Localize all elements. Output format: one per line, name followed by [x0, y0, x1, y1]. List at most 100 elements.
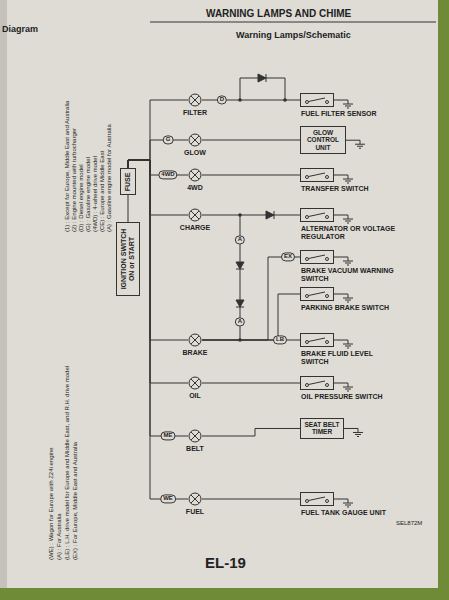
lamp-circle: [189, 493, 201, 505]
component-label: TRANSFER SWITCH: [301, 185, 396, 193]
wire-connector: [128, 140, 188, 168]
label-text: SEL872M: [396, 520, 422, 526]
note-text: (4WD) : 4-wheel drive model: [92, 156, 98, 232]
wire-connector: [128, 160, 188, 499]
connector-code: EX: [281, 252, 295, 261]
switch-contact: [326, 384, 329, 387]
lamp-label: BRAKE: [183, 349, 208, 356]
wire-connector: [128, 160, 188, 436]
note-text: (2) : Engine mounted with turbocharger: [71, 128, 77, 232]
ground-symbol: [334, 100, 353, 108]
lamp-circle: [189, 94, 201, 106]
switch-contact: [306, 176, 309, 179]
wire: [285, 78, 286, 100]
ground-symbol: [334, 257, 353, 265]
switch-symbol: BRAKE FLUID LEVEL SWITCH: [300, 333, 334, 347]
ground-symbol: [334, 294, 353, 302]
rotated-label: FUSE: [124, 172, 132, 191]
connector-code: G: [163, 135, 174, 144]
note-text: (1) : Except for Europe, Middle East and…: [64, 101, 70, 232]
note-text: (LE) : L.H. drive model for Europe and M…: [64, 366, 70, 560]
label-text: WARNING LAMPS AND CHIME: [206, 8, 351, 19]
lamp-circle: [189, 169, 201, 181]
switch-contact: [326, 295, 329, 298]
lamp-symbol: [188, 133, 202, 147]
switch-icon: [301, 290, 333, 302]
note-text: (G) : Gasoline engine model: [85, 157, 91, 232]
lamp-filament: [191, 211, 199, 219]
switch-contact: [306, 258, 309, 261]
component-label: ALTERNATOR OR VOLTAGE REGULATOR: [301, 225, 396, 241]
switch-arm: [309, 381, 326, 385]
lamp-filament: [191, 136, 199, 144]
component-label: FUEL TANK GAUGE UNIT: [301, 509, 396, 517]
switch-contact: [326, 101, 329, 104]
lamp-symbol: [188, 93, 202, 107]
wire-connector: [202, 175, 300, 176]
switch-symbol: ALTERNATOR OR VOLTAGE REGULATOR: [300, 208, 334, 222]
unit-box: GLOW CONTROL UNIT: [300, 126, 346, 154]
note-text: (WE) : Wagon for Europe with Z24i engine: [48, 448, 54, 561]
rotated-box: IGNITION SWITCH ON or START: [116, 222, 140, 296]
ground-symbol: [334, 499, 353, 507]
switch-contact: [306, 500, 309, 503]
switch-icon: [301, 211, 333, 223]
lamp-filament: [191, 96, 199, 104]
warning-lamp: BELT: [188, 429, 202, 443]
connector-code: A: [235, 317, 245, 326]
warning-lamp: BRAKE: [188, 333, 202, 347]
switch-icon: [301, 96, 333, 108]
label-text: EL-19: [205, 554, 246, 571]
page-edge: [0, 0, 7, 588]
note-text: (D) : Diesel engine model: [78, 164, 84, 232]
ground-symbol: [334, 175, 353, 183]
lamp-symbol: [188, 492, 202, 506]
lamp-symbol: [188, 376, 202, 390]
lamp-symbol: [188, 429, 202, 443]
lamp-label: 4WD: [187, 184, 203, 191]
switch-symbol: OIL PRESSURE SWITCH: [300, 376, 334, 390]
lamp-label: GLOW: [184, 149, 206, 156]
lamp-circle: [189, 377, 201, 389]
wire-connector: [128, 100, 188, 168]
switch-contact: [326, 258, 329, 261]
rotated-label: IGNITION SWITCH ON or START: [120, 226, 136, 292]
lamp-filament: [191, 171, 199, 179]
switch-arm: [309, 98, 326, 102]
wire-connector: [202, 257, 300, 340]
warning-lamp: GLOW: [188, 133, 202, 147]
connector-code: LB: [273, 335, 287, 344]
lamp-label: BELT: [186, 445, 204, 452]
component-label: BRAKE FLUID LEVEL SWITCH: [301, 350, 396, 366]
diode-symbol: [236, 300, 244, 307]
switch-arm: [309, 255, 326, 259]
switch-symbol: TRANSFER SWITCH: [300, 168, 334, 182]
switch-contact: [306, 341, 309, 344]
note-text: (EX) : For Europe, Middle East and Austr…: [72, 442, 78, 560]
unit-label: GLOW CONTROL UNIT: [303, 129, 343, 151]
warning-lamp: OIL: [188, 376, 202, 390]
warning-lamp: 4WD: [188, 168, 202, 182]
switch-contact: [306, 295, 309, 298]
switch-contact: [326, 341, 329, 344]
switch-arm: [309, 338, 326, 342]
component-label: BRAKE VACUUM WARNING SWITCH: [301, 267, 396, 283]
lamp-symbol: [188, 208, 202, 222]
warning-lamp: CHARGE: [188, 208, 202, 222]
ground-symbol: [334, 383, 353, 391]
connector-code: D: [217, 95, 227, 104]
lamp-label: CHARGE: [180, 224, 210, 231]
lamp-circle: [189, 334, 201, 346]
lamp-label: FILTER: [183, 109, 207, 116]
switch-contact: [326, 216, 329, 219]
unit-box: SEAT BELT TIMER: [300, 418, 344, 439]
manual-page: Warning Lamps/SchematicFUEL FILTER SENSO…: [0, 0, 438, 588]
lamp-filament: [191, 379, 199, 387]
lamp-circle: [189, 430, 201, 442]
switch-symbol: FUEL FILTER SENSOR: [300, 93, 334, 107]
switch-contact: [326, 500, 329, 503]
switch-symbol: BRAKE VACUUM WARNING SWITCH: [300, 250, 334, 264]
note-text: (A) : For Australia: [56, 513, 62, 560]
diagram-title: Warning Lamps/Schematic: [236, 30, 351, 40]
unit-label: SEAT BELT TIMER: [303, 421, 341, 436]
